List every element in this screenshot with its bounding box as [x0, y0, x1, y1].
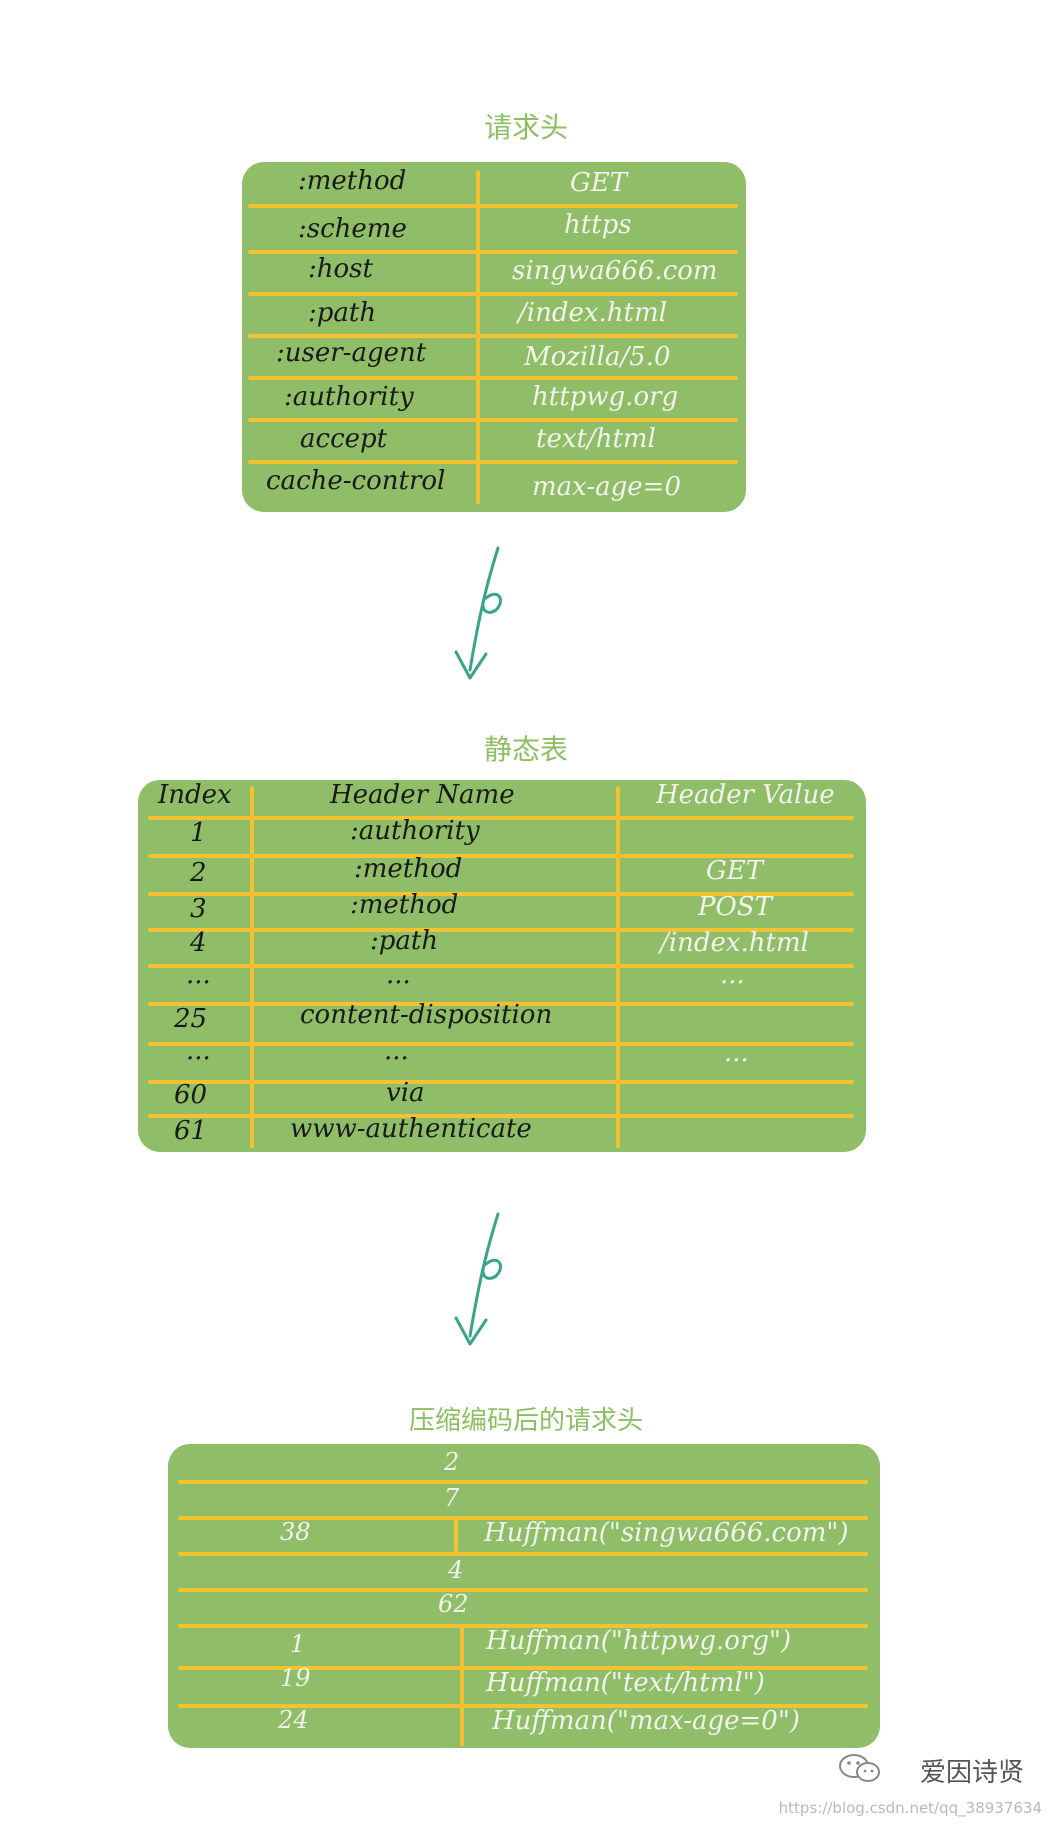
- column-header-index: Index: [158, 780, 232, 810]
- column-divider: [454, 1518, 458, 1552]
- row-divider: [248, 204, 738, 208]
- table-value: /index.html: [660, 928, 809, 958]
- request-headers-panel: :method GET :scheme https :host singwa66…: [242, 162, 746, 512]
- column-divider: [460, 1626, 464, 1746]
- table-index: 60: [174, 1080, 208, 1110]
- table-index: ...: [186, 960, 211, 990]
- table-name: :path: [370, 926, 439, 956]
- header-name: :method: [298, 166, 407, 196]
- table-name: :method: [354, 854, 463, 884]
- encoded-value: Huffman("max-age=0"): [492, 1706, 800, 1736]
- table-index: 4: [190, 928, 207, 958]
- header-value: https: [564, 210, 632, 240]
- table-name: :method: [350, 890, 459, 920]
- table-name: www-authenticate: [290, 1114, 532, 1144]
- row-divider: [148, 816, 854, 820]
- header-name: :scheme: [298, 214, 407, 244]
- row-divider: [178, 1624, 868, 1628]
- table-value: ...: [724, 1038, 749, 1068]
- row-divider: [248, 292, 738, 296]
- header-name: accept: [300, 424, 388, 454]
- static-table-panel: Index Header Name Header Value 1 :author…: [138, 780, 866, 1152]
- encoded-value: Huffman("singwa666.com"): [484, 1518, 849, 1548]
- row-divider: [148, 854, 854, 858]
- row-divider: [248, 250, 738, 254]
- row-divider: [178, 1552, 868, 1556]
- header-value: Mozilla/5.0: [524, 342, 671, 372]
- encoded-index: 4: [448, 1556, 464, 1584]
- watermark-url: https://blog.csdn.net/qq_38937634: [778, 1799, 1042, 1817]
- row-divider: [248, 334, 738, 338]
- column-header-name: Header Name: [330, 780, 515, 810]
- encoded-index: 24: [278, 1706, 309, 1734]
- watermark-label: 爱因诗贤: [919, 1758, 1024, 1788]
- down-arrow-icon: [454, 546, 502, 680]
- row-divider: [148, 1080, 854, 1084]
- wechat-icon: [839, 1754, 880, 1782]
- compressed-headers-title: 压缩编码后的请求头: [408, 1406, 643, 1436]
- header-value: text/html: [536, 424, 656, 454]
- row-divider: [178, 1704, 868, 1708]
- encoded-index: 7: [444, 1484, 460, 1512]
- encoded-index: 62: [438, 1590, 469, 1618]
- row-divider: [148, 1114, 854, 1118]
- header-value: max-age=0: [532, 472, 682, 502]
- encoded-value: Huffman("httpwg.org"): [486, 1626, 792, 1656]
- encoded-index: 38: [280, 1518, 311, 1546]
- header-name: cache-control: [266, 466, 446, 496]
- table-value: GET: [706, 856, 764, 886]
- header-name: :authority: [284, 382, 414, 412]
- encoded-index: 2: [444, 1448, 460, 1476]
- encoded-index: 19: [280, 1664, 311, 1692]
- row-divider: [248, 376, 738, 380]
- header-name: :user-agent: [276, 338, 427, 368]
- static-table-title: 静态表: [483, 733, 568, 766]
- header-name: :path: [308, 298, 377, 328]
- table-index: 61: [174, 1116, 208, 1146]
- row-divider: [148, 892, 854, 896]
- column-header-value: Header Value: [656, 780, 835, 810]
- row-divider: [148, 928, 854, 932]
- header-value: httpwg.org: [532, 382, 679, 412]
- header-name: :host: [308, 254, 373, 284]
- header-value: singwa666.com: [512, 256, 718, 286]
- table-name: content-disposition: [300, 1000, 553, 1030]
- row-divider: [178, 1588, 868, 1592]
- row-divider: [148, 1002, 854, 1006]
- table-index: 1: [190, 818, 207, 848]
- table-index: 3: [190, 894, 207, 924]
- down-arrow-icon: [454, 1212, 502, 1346]
- table-name: via: [386, 1078, 425, 1108]
- header-value: /index.html: [518, 298, 667, 328]
- table-name: :authority: [350, 816, 480, 846]
- encoded-value: Huffman("text/html"): [486, 1668, 765, 1698]
- row-divider: [148, 964, 854, 968]
- encoded-index: 1: [290, 1630, 306, 1658]
- row-divider: [178, 1480, 868, 1484]
- row-divider: [178, 1666, 868, 1670]
- table-index: 2: [190, 858, 207, 888]
- row-divider: [248, 460, 738, 464]
- table-index: ...: [186, 1036, 211, 1066]
- row-divider: [248, 418, 738, 422]
- table-value: POST: [698, 892, 772, 922]
- compressed-headers-panel: 2 7 38 Huffman("singwa666.com") 4 62 1 H…: [168, 1444, 880, 1748]
- row-divider: [178, 1516, 868, 1520]
- table-name: ...: [384, 1036, 409, 1066]
- row-divider: [148, 1042, 854, 1046]
- table-index: 25: [174, 1004, 208, 1034]
- table-value: ...: [720, 960, 745, 990]
- table-name: ...: [386, 960, 411, 990]
- request-headers-title: 请求头: [483, 111, 568, 144]
- header-value: GET: [570, 168, 628, 198]
